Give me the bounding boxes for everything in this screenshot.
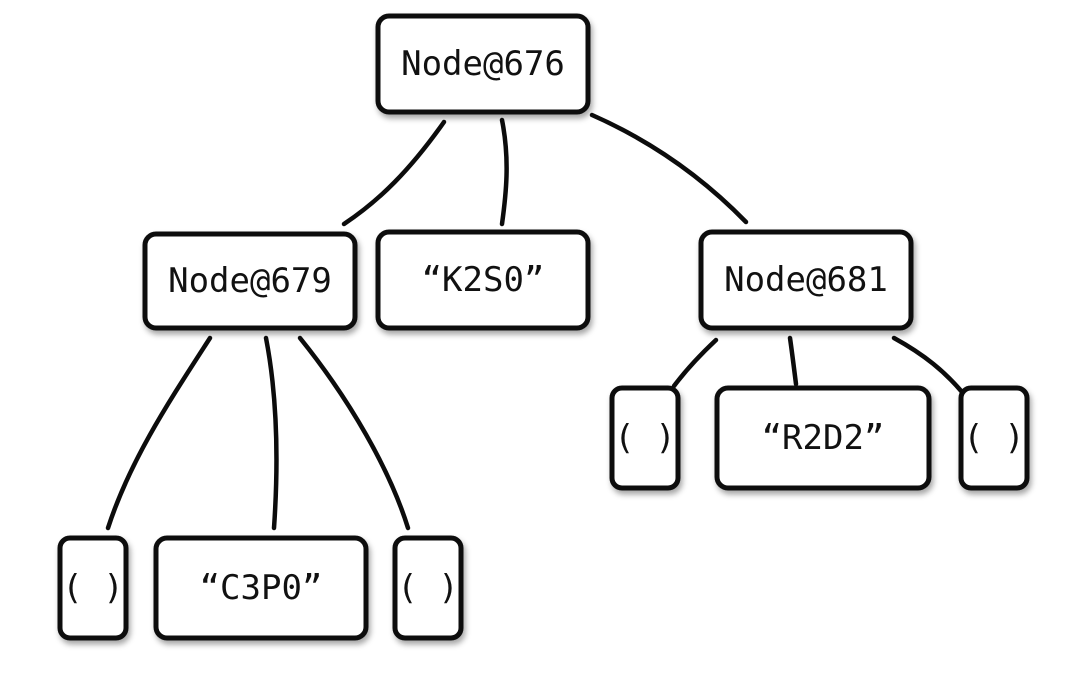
- node-label-node676: Node@676: [401, 44, 565, 84]
- empty-box-node679-right: ( ): [392, 535, 464, 641]
- empty-label-node679-left: ( ): [62, 568, 123, 608]
- empty-label-node679-right: ( ): [397, 568, 458, 608]
- node-box-node679: Node@679: [142, 231, 358, 331]
- edge-node681-to-right-empty: [891, 335, 965, 395]
- leaf-label-c3p0: “C3P0”: [200, 568, 323, 608]
- edge-root-to-node681: [589, 112, 749, 225]
- leaf-box-r2d2: “R2D2”: [714, 385, 932, 491]
- edge-node679-to-left-empty: [105, 335, 213, 531]
- leaf-label-r2d2: “R2D2”: [762, 418, 885, 458]
- empty-label-node681-right: ( ): [963, 418, 1024, 458]
- empty-box-node679-left: ( ): [57, 535, 129, 641]
- edge-node681-to-left-empty: [671, 337, 719, 389]
- node-label-node679: Node@679: [168, 261, 332, 301]
- leaf-box-c3p0: “C3P0”: [153, 535, 369, 641]
- edge-node681-to-r2d2: [787, 335, 799, 387]
- edge-root-to-k2s0: [499, 117, 509, 227]
- edge-root-to-node679: [341, 119, 447, 227]
- leaf-label-k2s0: “K2S0”: [422, 260, 545, 300]
- leaf-box-k2s0: “K2S0”: [375, 229, 591, 331]
- empty-label-node681-left: ( ): [614, 418, 675, 458]
- node-label-node681: Node@681: [724, 260, 888, 300]
- node-box-node681: Node@681: [698, 229, 914, 331]
- empty-box-node681-left: ( ): [609, 385, 681, 491]
- edge-node679-to-right-empty: [297, 335, 411, 531]
- edge-node679-to-c3p0: [263, 335, 279, 531]
- empty-box-node681-right: ( ): [958, 385, 1030, 491]
- node-box-node676: Node@676: [375, 13, 591, 115]
